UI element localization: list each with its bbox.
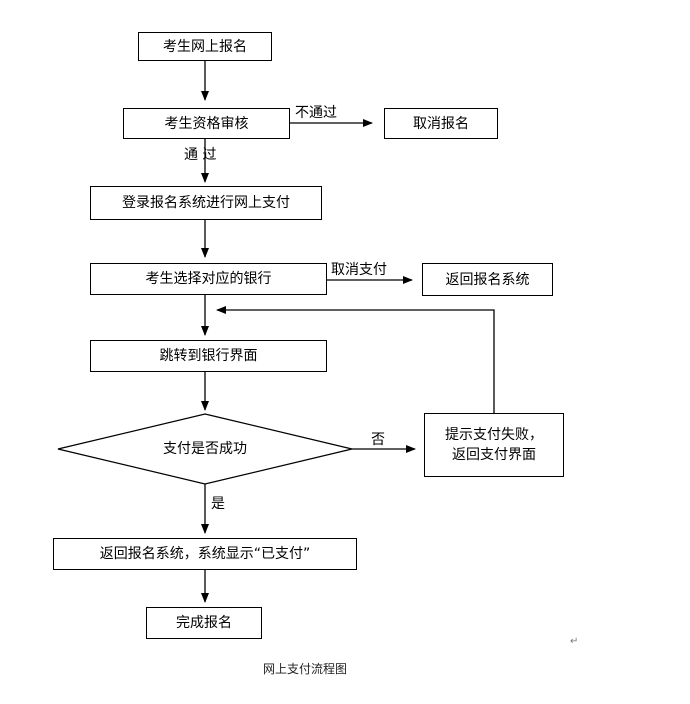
decision-label: 支付是否成功	[150, 441, 260, 457]
node-cancel-registration: 取消报名	[384, 108, 498, 139]
node-complete-label: 完成报名	[176, 615, 232, 631]
node-bank-page-label: 跳转到银行界面	[159, 348, 258, 364]
arrow-n9-back-to-n7	[216, 306, 495, 413]
node-online-registration-label: 考生网上报名	[163, 38, 247, 55]
decision-diamond	[57, 413, 353, 485]
node-return-system-label: 返回报名系统	[445, 271, 530, 288]
node-login-pay: 登录报名系统进行网上支付	[90, 186, 322, 220]
node-complete: 完成报名	[146, 607, 262, 639]
node-payment-failed: 提示支付失败， 返回支付界面	[424, 413, 564, 477]
node-paid-status-label: 返回报名系统，系统显示“已支付”	[99, 546, 311, 562]
node-login-pay-label: 登录报名系统进行网上支付	[122, 195, 290, 211]
node-select-bank-label: 考生选择对应的银行	[145, 271, 272, 287]
edge-label-no: 否	[371, 432, 385, 448]
edge-label-yes: 是	[211, 496, 225, 512]
node-select-bank: 考生选择对应的银行	[90, 263, 327, 295]
edge-label-pass-review: 通 过	[184, 147, 217, 163]
decision-label-text: 支付是否成功	[163, 441, 247, 457]
paragraph-mark: ↵	[570, 636, 579, 647]
node-qualification-review: 考生资格审核	[123, 108, 290, 139]
edge-label-cancel-payment: 取消支付	[331, 262, 387, 278]
node-return-system: 返回报名系统	[422, 263, 553, 296]
node-payment-failed-line2: 返回支付界面	[452, 447, 536, 463]
node-payment-failed-line1: 提示支付失败，	[445, 427, 543, 443]
node-cancel-registration-label: 取消报名	[413, 115, 469, 132]
node-online-registration: 考生网上报名	[138, 32, 272, 61]
edge-label-fail-review: 不通过	[295, 105, 337, 121]
node-bank-page: 跳转到银行界面	[90, 340, 327, 372]
figure-caption: 网上支付流程图	[262, 662, 347, 676]
node-qualification-review-label: 考生资格审核	[164, 115, 249, 132]
node-paid-status: 返回报名系统，系统显示“已支付”	[53, 538, 357, 570]
